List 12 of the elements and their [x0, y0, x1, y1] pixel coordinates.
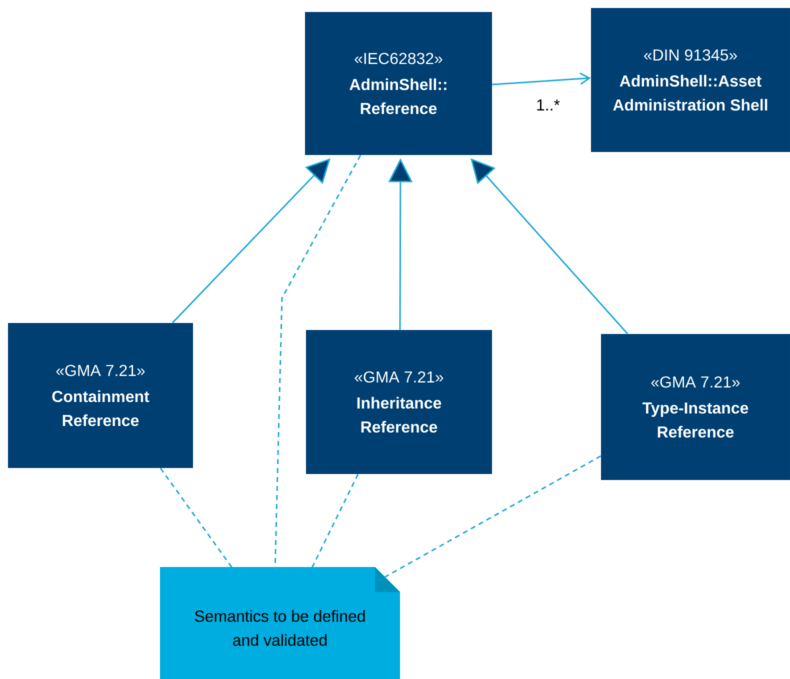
dashed-line [309, 474, 359, 572]
association-arrow [492, 72, 591, 86]
class-box: «GMA 7.21» Containment Reference [8, 323, 193, 468]
dashed-line [380, 455, 602, 580]
dashed-line [274, 154, 362, 572]
note-box: Semantics to be defined and validated [160, 567, 400, 679]
multiplicity-label: 1..* [535, 98, 561, 112]
class-box: «GMA 7.21» Inheritance Reference [306, 330, 492, 474]
class-box: «GMA 7.21» Type-Instance Reference [601, 334, 790, 480]
dashed-line [160, 468, 236, 572]
class-box: «DIN 91345» AdminShell::Asset Administration Shell [591, 8, 790, 152]
class-box: «IEC62832» AdminShell:: Reference [305, 12, 492, 155]
